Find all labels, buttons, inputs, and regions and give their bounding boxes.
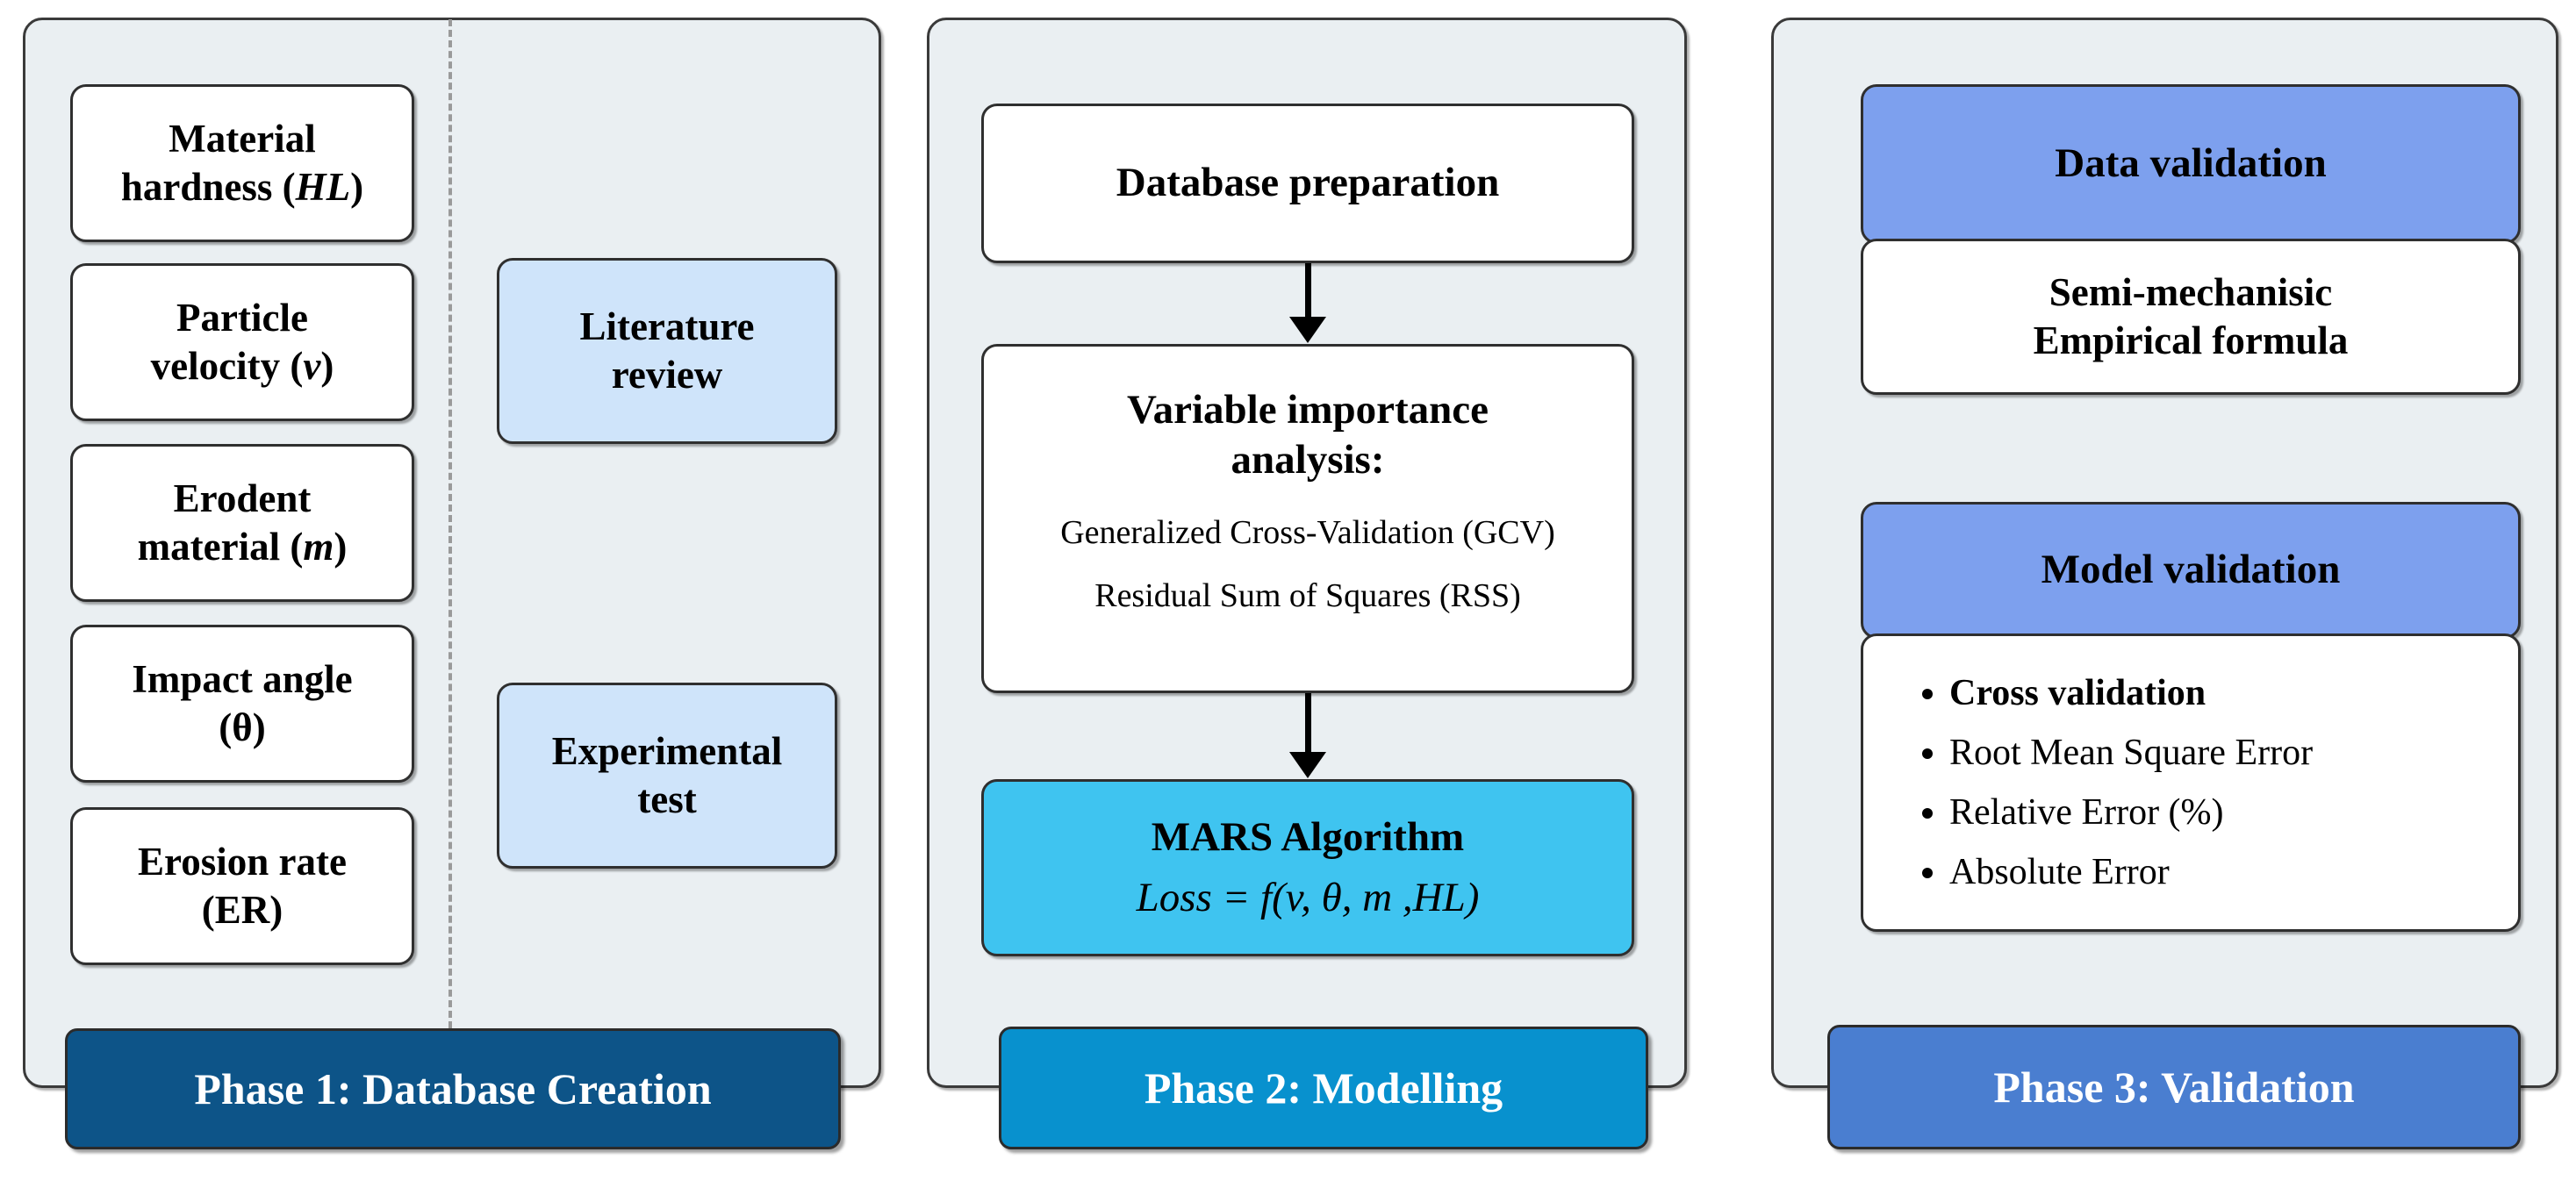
variable-line-2-suffix: ) [269,888,283,932]
variable-box-impact-angle[interactable]: Impact angle (θ) [70,625,414,783]
formula-sep-2: , [1341,875,1363,920]
list-item: Root Mean Square Error [1949,723,2313,783]
variable-line-2: material (m) [73,523,412,571]
variable-line-2-suffix: ) [320,344,334,388]
arrow-head [1289,752,1326,778]
variable-importance-metric-gcv: Generalized Cross-Validation (GCV) [1060,513,1555,551]
variable-box-particle-velocity[interactable]: Particle velocity (v) [70,263,414,421]
variable-line-2-suffix: ) [334,525,348,569]
semi-mechanistic-line-1: Semi-mechanisic [2049,270,2333,315]
model-validation-label: Model validation [2041,547,2341,593]
variable-line-1: Erodent [173,476,312,521]
variable-line-2-suffix: ) [350,165,364,209]
node-data-validation[interactable]: Data validation [1861,84,2521,244]
formula-var-v: v [1285,875,1302,920]
mars-title: MARS Algorithm [1151,813,1465,860]
variable-line-1: Erosion rate [138,840,347,884]
source-box-experimental-test[interactable]: Experimental test [497,683,837,869]
variable-line-1: Particle [176,296,308,340]
variable-line-2-prefix: ( [219,705,233,749]
variable-line-2: velocity (v) [73,342,412,390]
list-item: Absolute Error [1949,842,2313,902]
phase-2-banner-label: Phase 2: Modelling [1144,1063,1503,1113]
phase-2-banner[interactable]: Phase 2: Modelling [999,1027,1648,1149]
formula-var-hl: HL [1412,875,1466,920]
variable-symbol: v [303,344,321,388]
formula-sep-3: , [1392,875,1413,920]
formula-rhs: ) [1465,875,1480,920]
source-line-1: Literature [579,304,755,349]
phase-3-banner-label: Phase 3: Validation [1993,1063,2355,1112]
arrow-head [1289,317,1326,343]
variable-importance-metric-rss: Residual Sum of Squares (RSS) [1094,577,1521,615]
source-line-2: test [637,777,697,821]
node-variable-importance-analysis[interactable]: Variable importance analysis: Generalize… [981,344,1634,693]
semi-mechanistic-line-2: Empirical formula [2033,318,2349,362]
variable-line-1: Impact angle [132,657,353,702]
variable-line-2-prefix: hardness ( [120,165,296,209]
formula-sep-1: , [1301,875,1322,920]
variable-importance-title-line-1: Variable importance [1126,387,1489,433]
source-line-1: Experimental [551,729,783,774]
variable-line-2-prefix: ( [201,888,215,932]
variable-symbol: θ [232,705,253,749]
node-semi-mechanistic-empirical-formula[interactable]: Semi-mechanisic Empirical formula [1861,239,2521,395]
phase-1-dashed-divider [448,19,452,1028]
list-item: Cross validation [1949,663,2313,723]
variable-line-2-suffix: ) [252,705,266,749]
variable-line-2: (ER) [73,886,412,934]
variable-line-1: Material [169,117,316,161]
variable-symbol: ER [214,888,270,932]
variable-box-erodent-material[interactable]: Erodent material (m) [70,444,414,602]
database-preparation-label: Database preparation [1116,160,1500,206]
formula-lhs: Loss = f( [1136,875,1286,920]
variable-box-material-hardness[interactable]: Material hardness (HL) [70,84,414,242]
source-line-2: review [611,353,723,397]
source-box-literature-review[interactable]: Literature review [497,258,837,444]
node-validation-metrics-list[interactable]: Cross validation Root Mean Square Error … [1861,633,2521,932]
variable-line-2-prefix: velocity ( [150,344,304,388]
phase-1-banner-label: Phase 1: Database Creation [194,1064,712,1113]
validation-metrics-list: Cross validation Root Mean Square Error … [1914,663,2313,902]
variable-symbol: HL [295,165,351,209]
arrow-shaft [1304,263,1311,318]
phase-1-banner[interactable]: Phase 1: Database Creation [65,1028,841,1149]
node-database-preparation[interactable]: Database preparation [981,104,1634,263]
variable-box-erosion-rate[interactable]: Erosion rate (ER) [70,807,414,965]
node-model-validation[interactable]: Model validation [1861,502,2521,639]
variable-symbol: m [303,525,334,569]
list-item: Relative Error (%) [1949,783,2313,842]
formula-var-m: m [1362,875,1393,920]
data-validation-label: Data validation [2055,140,2327,187]
variable-importance-title-line-2: analysis: [1231,437,1385,483]
arrow-shaft [1304,693,1311,753]
variable-line-2-prefix: material ( [137,525,304,569]
variable-line-2: hardness (HL) [73,163,412,211]
mars-loss-formula: Loss = f(v, θ, m ,HL) [984,873,1632,923]
node-mars-algorithm[interactable]: MARS Algorithm Loss = f(v, θ, m ,HL) [981,779,1634,956]
formula-var-theta: θ [1321,875,1342,920]
phase-3-banner[interactable]: Phase 3: Validation [1827,1025,2521,1149]
variable-line-2: (θ) [73,704,412,752]
